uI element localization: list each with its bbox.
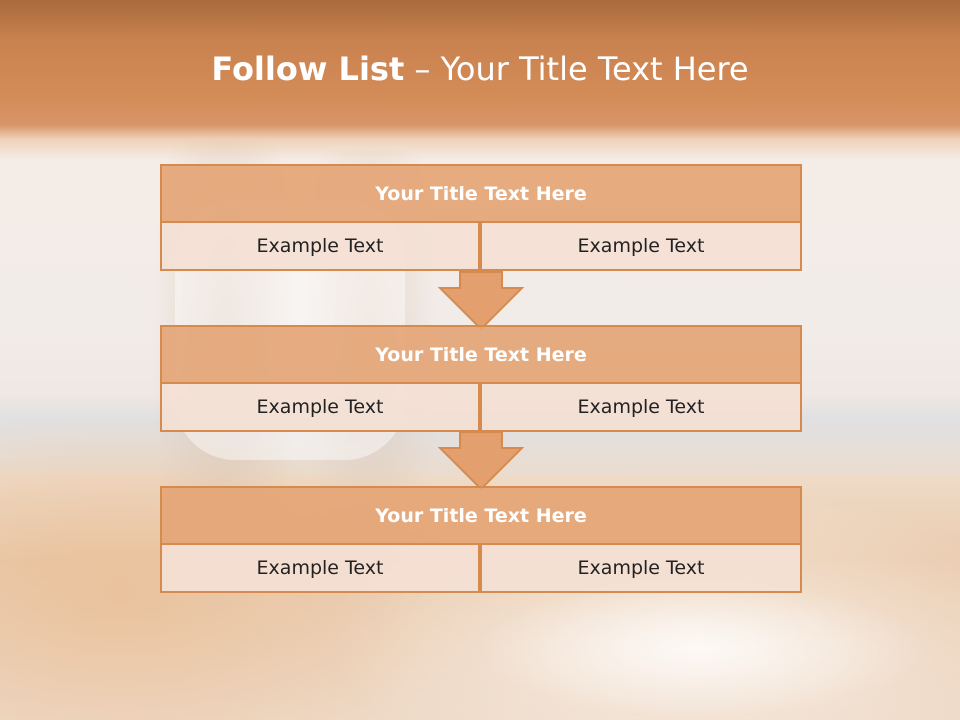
slide-title-rest: – Your Title Text Here <box>404 50 749 88</box>
block-cell-right: Example Text <box>480 221 802 271</box>
block-cell-left: Example Text <box>160 221 480 271</box>
block-cell-left: Example Text <box>160 382 480 432</box>
header-band <box>0 0 960 160</box>
block-cell-right: Example Text <box>480 543 802 593</box>
block-title: Your Title Text Here <box>160 325 802 384</box>
down-arrow-icon <box>438 431 524 491</box>
slide-title: Follow List – Your Title Text Here <box>0 50 960 88</box>
block-cell-right: Example Text <box>480 382 802 432</box>
block-title: Your Title Text Here <box>160 164 802 223</box>
block-title: Your Title Text Here <box>160 486 802 545</box>
slide-title-bold: Follow List <box>211 50 405 88</box>
down-arrow-icon <box>438 271 524 331</box>
block-cell-left: Example Text <box>160 543 480 593</box>
